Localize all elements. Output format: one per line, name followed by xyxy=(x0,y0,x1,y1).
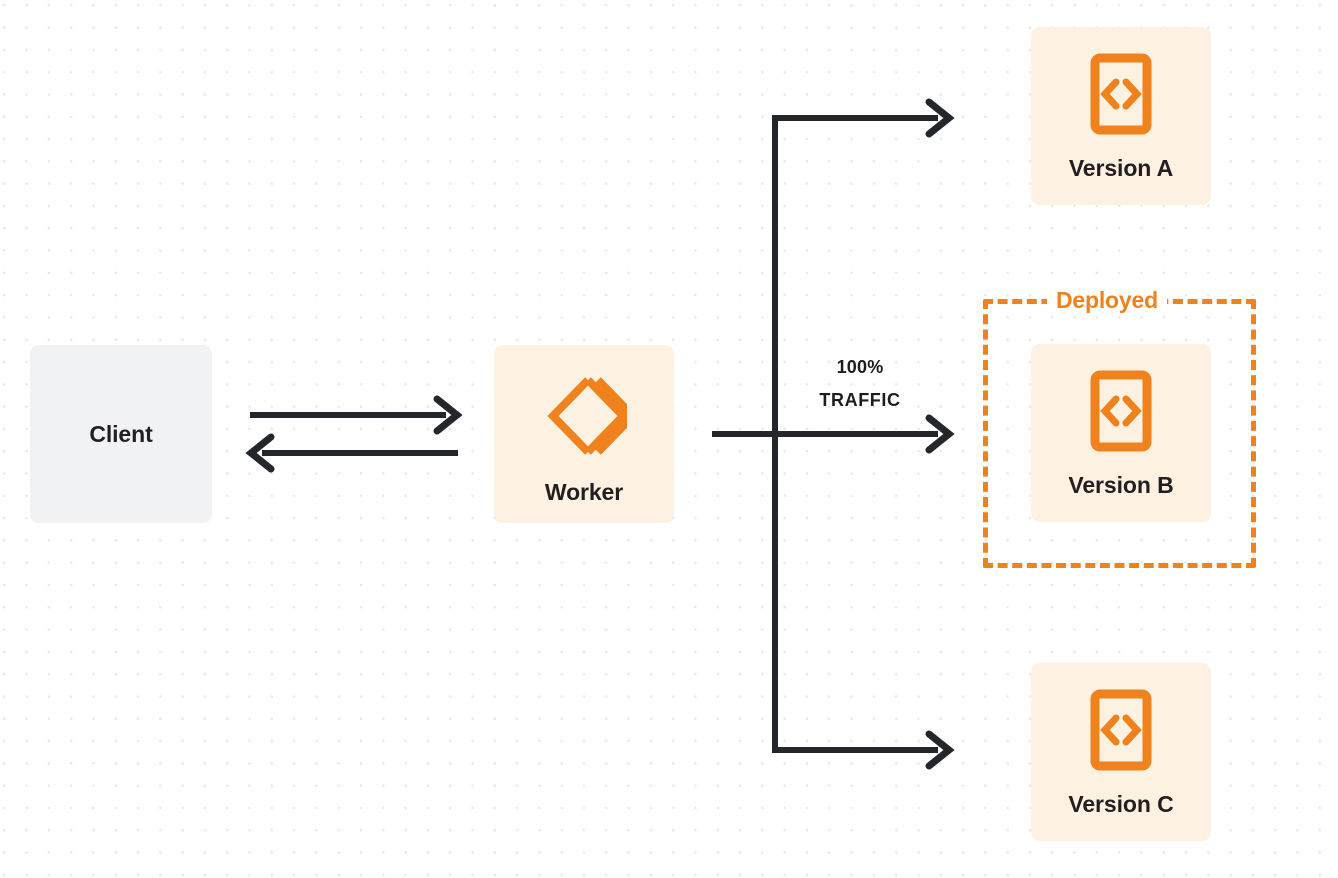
node-client[interactable]: Client xyxy=(30,345,212,523)
node-client-label: Client xyxy=(89,420,153,447)
traffic-percent-value: 100% xyxy=(836,357,884,377)
node-version-b[interactable]: Version B xyxy=(1031,344,1211,522)
node-worker-label: Worker xyxy=(544,478,624,505)
node-worker[interactable]: Worker xyxy=(494,345,674,523)
node-version-c-label: Version C xyxy=(1068,790,1174,817)
traffic-percentage-label: 100% TRAFFIC xyxy=(790,351,930,417)
node-version-a[interactable]: Version A xyxy=(1031,27,1211,205)
code-brackets-icon xyxy=(1090,53,1152,135)
code-brackets-icon xyxy=(1090,689,1152,771)
node-version-a-label: Version A xyxy=(1068,154,1174,181)
node-version-b-label: Version B xyxy=(1068,471,1174,498)
code-brackets-icon xyxy=(1090,370,1152,452)
cloudflare-workers-logo-icon xyxy=(541,375,627,457)
deployed-group-label: Deployed xyxy=(1047,286,1167,314)
arrow-client-to-worker xyxy=(250,395,463,435)
arrow-worker-to-client xyxy=(245,433,458,473)
node-version-c[interactable]: Version C xyxy=(1031,663,1211,841)
arrow-to-version-c xyxy=(772,730,955,770)
arrow-to-version-b xyxy=(775,414,955,454)
traffic-word: TRAFFIC xyxy=(819,390,901,410)
arrow-to-version-a xyxy=(772,98,955,138)
